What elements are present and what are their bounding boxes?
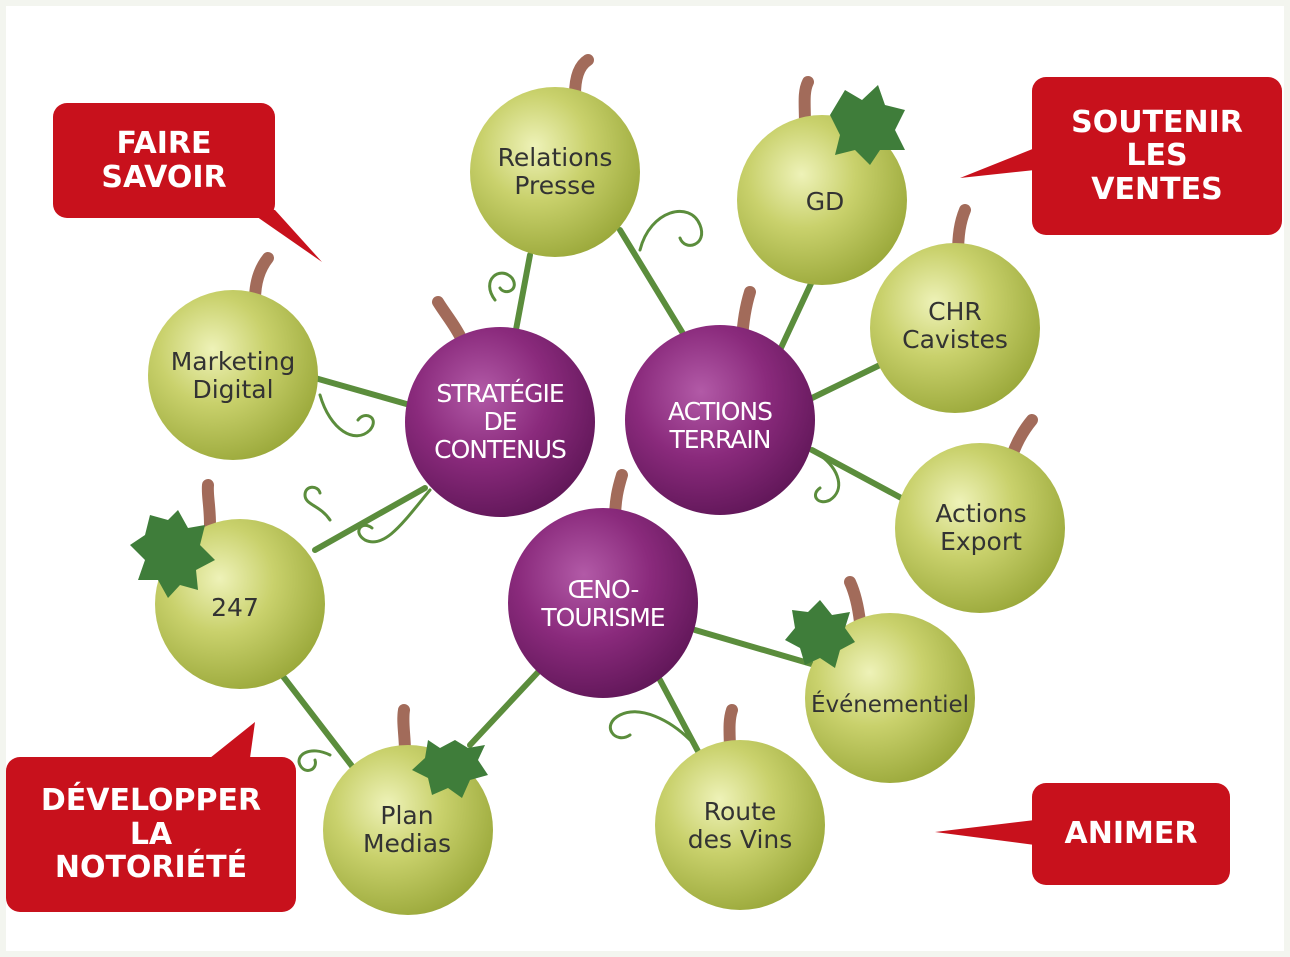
callout-arrow-developper	[210, 722, 255, 758]
hub-actions	[625, 325, 815, 515]
tendril-8	[297, 749, 332, 772]
tendril-4	[357, 488, 432, 544]
leaf-247	[130, 510, 215, 598]
stem-evenementiel	[844, 576, 866, 628]
label-plan-medias: Plan Medias	[362, 801, 452, 858]
label-marketing-digital: Marketing Digital	[170, 347, 296, 404]
callout-arrow-faire	[240, 205, 322, 262]
callout-arrow-animer	[935, 820, 1035, 845]
vine-chr-actions	[809, 362, 883, 401]
label-oenotourisme: ŒNO- TOURISME	[541, 575, 665, 632]
stem-relations	[569, 54, 594, 101]
leaf-gd	[830, 85, 905, 165]
leaves	[130, 85, 905, 798]
label-route-des-vins: Route des Vins	[687, 797, 793, 854]
callout-box-animer	[1032, 783, 1230, 885]
callout-arrows	[210, 148, 1035, 845]
vine-route-oeno	[657, 677, 703, 758]
vine-relations-actions	[617, 227, 693, 348]
label-evenementiel: Événementiel	[810, 692, 970, 719]
vine-tendrils	[297, 209, 841, 772]
vine-247-plan	[279, 672, 358, 773]
label-chr-cavistes: CHR Cavistes	[902, 297, 1008, 354]
vine-marketing-strategie	[312, 375, 413, 408]
callout-arrow-soutenir	[960, 148, 1035, 178]
green-fruits	[148, 87, 1065, 915]
label-relations-presse: Relations Presse	[497, 143, 613, 200]
fruit-chr	[870, 243, 1040, 413]
fruit-route	[655, 740, 825, 910]
tendril-1	[638, 209, 704, 252]
stem-strategie	[432, 296, 468, 346]
tendril-3	[318, 393, 375, 438]
vine-plan-oeno	[467, 667, 543, 748]
label-actions-export: Actions Export	[935, 499, 1027, 556]
label-strategie-de-contenus: STRATÉGIE DE CONTENUS	[434, 379, 567, 464]
callout-boxes	[6, 77, 1282, 912]
label-247: 247	[211, 593, 259, 622]
stem-247	[201, 479, 216, 531]
label-actions-terrain: ACTIONS TERRAIN	[667, 397, 773, 454]
hub-strategie	[405, 327, 595, 517]
callout-box-developper	[6, 757, 296, 912]
callout-faire-savoir: FAIRE SAVOIR	[101, 125, 227, 195]
vine-247-strategie	[312, 485, 428, 553]
tendril-6	[814, 453, 841, 504]
fruit-evenementiel	[805, 613, 975, 783]
vine-gd-actions	[777, 272, 818, 353]
vine-export-actions	[809, 447, 908, 503]
fruit-relations	[470, 87, 640, 257]
tendril-7	[608, 710, 692, 742]
tendril-2	[488, 271, 516, 302]
callout-box-faire	[53, 103, 275, 218]
vine-connectors	[279, 227, 908, 773]
fruit-marketing	[148, 290, 318, 460]
hub-oeno	[508, 508, 698, 698]
callout-soutenir-les-ventes: SOUTENIR LES VENTES	[1071, 104, 1243, 207]
tendril-5	[303, 485, 332, 522]
callout-box-soutenir	[1032, 77, 1282, 235]
leaf-evenementiel	[785, 600, 855, 668]
purple-hubs	[405, 325, 815, 698]
label-gd: GD	[805, 187, 845, 216]
callout-developper-la-notoriete: DÉVELOPPER LA NOTORIÉTÉ	[40, 783, 262, 886]
fruit-export	[895, 443, 1065, 613]
vine-relations-strategie	[512, 252, 533, 338]
leaf-plan	[412, 740, 488, 798]
vine-evenementiel-oeno	[692, 627, 818, 668]
callout-animer: ANIMER	[1064, 816, 1198, 852]
